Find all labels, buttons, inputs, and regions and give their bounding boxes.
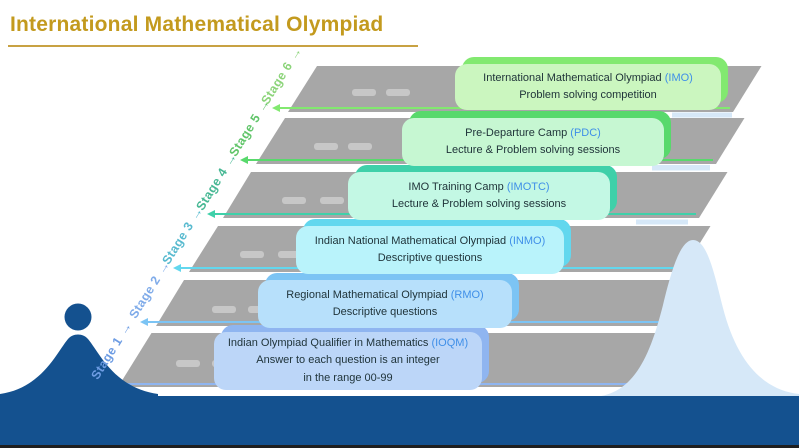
climber-body [0,334,158,398]
card-title: Indian Olympiad Qualifier in Mathematics… [228,335,468,352]
lane-marking [320,197,344,204]
stage-card-2: Regional Mathematical Olympiad (RMO) Des… [258,280,512,328]
gap-highlight-strips [636,112,732,225]
stage-card-1: Indian Olympiad Qualifier in Mathematics… [214,332,482,390]
card-description: Descriptive questions [377,252,483,264]
stage-card-4: IMO Training Camp (IMOTC) Lecture & Prob… [348,172,610,220]
card-description: Lecture & Problem solving sessions [445,144,621,156]
card-name-text: Pre-Departure Camp [465,126,568,139]
card-name-text: Indian Olympiad Qualifier in Mathematics [227,337,429,350]
stage-card-3: Indian National Mathematical Olympiad (I… [296,226,564,274]
gap-strip [636,219,688,225]
lane-marking [240,251,264,258]
card-title: International Mathematical Olympiad (IMO… [483,70,693,87]
lane-marking [314,143,338,150]
page-title: International Mathematical Olympiad [10,13,384,36]
progress-line-tip-icon [173,264,181,272]
card-acronym: (IMOTC) [506,180,550,193]
card-description: Descriptive questions [332,306,438,318]
progress-line-tip-icon [240,156,248,164]
lane-marking [352,89,376,96]
lane-marking [348,143,372,150]
card-title: Indian National Mathematical Olympiad (I… [315,233,545,250]
card-description: Answer to each question is an integer [256,354,440,367]
climber-head [64,303,92,331]
progress-line-tip-icon [140,318,148,326]
title-underline [8,45,418,47]
progress-line-tip-icon [272,104,280,112]
lane-marking [176,360,200,367]
card-acronym: (IOQM) [431,337,469,350]
bottom-bar [0,396,799,448]
lane-marking [212,306,236,313]
stage-card-5: Pre-Departure Camp (PDC) Lecture & Probl… [402,118,664,166]
card-description: Lecture & Problem solving sessions [391,198,567,210]
card-name-text: IMO Training Camp [408,180,504,193]
climber-figure [0,303,158,398]
card-title: Pre-Departure Camp (PDC) [465,125,601,142]
card-description-2: in the range 00-99 [303,371,393,384]
gap-strip [672,112,732,118]
stage-card-6: International Mathematical Olympiad (IMO… [455,64,721,110]
card-name-text: International Mathematical Olympiad [483,71,662,84]
card-acronym: (INMO) [509,234,546,247]
card-title: Regional Mathematical Olympiad (RMO) [286,287,483,304]
card-acronym: (IMO) [664,71,693,84]
gap-strip [652,165,710,171]
card-acronym: (PDC) [570,126,601,139]
lane-marking [282,197,306,204]
card-name-text: Indian National Mathematical Olympiad [314,234,507,247]
bottom-edge-line [0,445,799,448]
card-name-text: Regional Mathematical Olympiad [286,288,448,301]
lane-marking [386,89,410,96]
card-description: Problem solving competition [519,89,657,101]
card-title: IMO Training Camp (IMOTC) [408,179,549,196]
progress-line-tip-icon [207,210,215,218]
card-acronym: (RMO) [450,288,484,301]
mountain-shape [594,240,799,397]
